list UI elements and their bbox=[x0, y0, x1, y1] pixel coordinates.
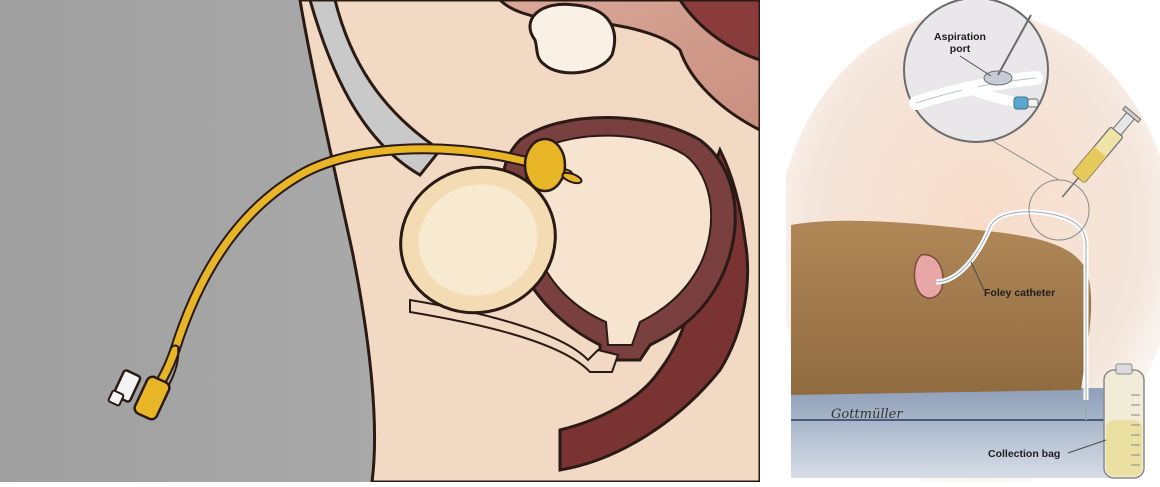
bed bbox=[791, 388, 1131, 478]
foley-catheter-label: Foley catheter bbox=[984, 287, 1055, 299]
catheter-anatomy-svg bbox=[0, 0, 760, 482]
aspiration-port-label-1: Aspiration bbox=[934, 31, 986, 43]
aspiration-port-label-2: port bbox=[950, 43, 971, 55]
collection-bag-label: Collection bag bbox=[988, 448, 1060, 460]
collection-bag-urine bbox=[1106, 420, 1142, 476]
catheter-balloon bbox=[525, 139, 565, 191]
bag-cap bbox=[1116, 364, 1132, 374]
artist-signature: Gottmüller bbox=[831, 407, 903, 422]
bone-shape bbox=[530, 4, 615, 73]
catheter-anatomy-illustration bbox=[0, 0, 760, 482]
aspiration-illustration: Aspiration port Foley catheter Collectio… bbox=[786, 0, 1160, 482]
aspiration-svg: Aspiration port Foley catheter Collectio… bbox=[786, 0, 1160, 482]
inset-valve bbox=[1014, 97, 1028, 109]
patient-body bbox=[791, 221, 1091, 395]
inset-valve-cap bbox=[1028, 99, 1038, 107]
